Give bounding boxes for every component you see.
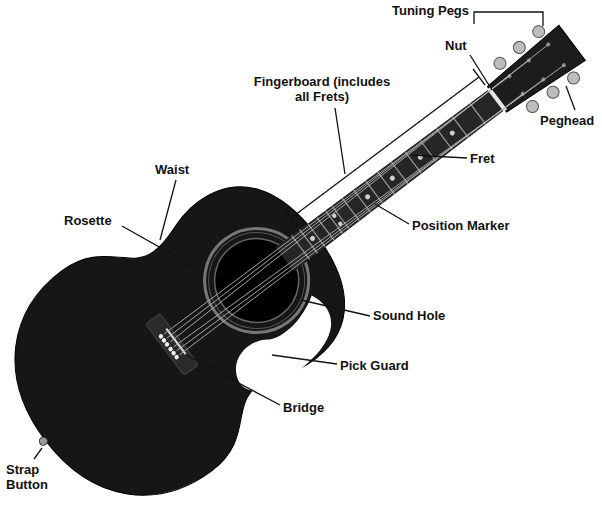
part-label: Rosette (64, 213, 112, 228)
part-label: Fret (470, 151, 495, 166)
part-label: Nut (445, 38, 467, 53)
part-label: Pick Guard (340, 358, 409, 373)
part-label: Peghead (540, 113, 594, 128)
part-label: Position Marker (412, 218, 510, 233)
part-label: Sound Hole (373, 308, 445, 323)
part-label: Fingerboard (includes all Frets) (247, 74, 397, 104)
part-label: Waist (155, 162, 189, 177)
part-label: Strap Button (6, 462, 56, 492)
part-label: Bridge (283, 400, 324, 415)
part-label: Tuning Pegs (392, 3, 469, 18)
